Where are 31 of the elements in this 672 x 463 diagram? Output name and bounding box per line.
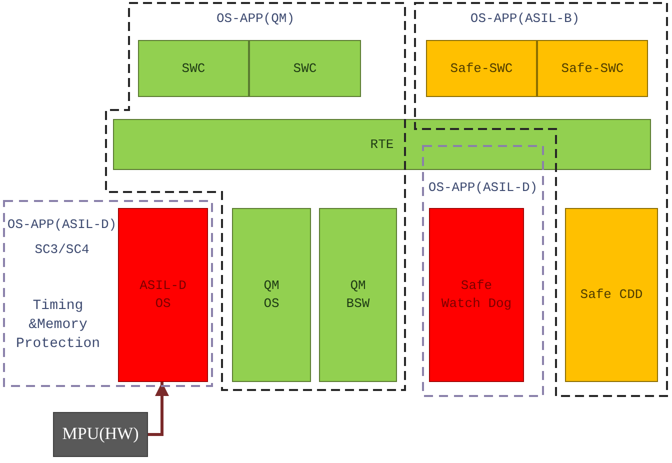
component-label: QM OS (262, 277, 280, 313)
component-label: QM BSW (345, 277, 371, 313)
hardware-block (53, 412, 148, 457)
runtime-environment-bar (113, 119, 651, 170)
component-block (537, 40, 648, 97)
component-block (319, 208, 397, 382)
component-block (118, 208, 208, 382)
partition-region (422, 145, 544, 397)
component-label: Safe-SWC (560, 60, 625, 78)
component-label: ASIL-D OS (138, 277, 188, 313)
component-label: SWC (292, 60, 318, 78)
component-label: Safe-SWC (449, 60, 514, 78)
component-label: Safe Watch Dog (440, 277, 513, 313)
partition-label: OS-APP(QM) (215, 10, 296, 28)
component-block (426, 40, 537, 97)
component-block (138, 40, 249, 97)
component-block (565, 208, 658, 382)
component-block (232, 208, 311, 382)
arrow (148, 382, 169, 436)
partition-label: OS-APP(ASIL-D) (427, 179, 539, 197)
partition-region (3, 200, 213, 387)
partition-label: OS-APP(ASIL-D) SC3/SC4 (6, 216, 118, 259)
bar-label: RTE (369, 136, 395, 154)
component-block (429, 208, 524, 382)
component-block (249, 40, 361, 97)
protection-note: Timing &Memory Protection (14, 297, 101, 354)
partition-region (414, 2, 668, 397)
partition-label: OS-APP(ASIL-B) (469, 10, 581, 28)
hardware-label: MPU(HW) (61, 423, 140, 446)
component-label: Safe CDD (579, 286, 644, 304)
component-label: SWC (180, 60, 206, 78)
